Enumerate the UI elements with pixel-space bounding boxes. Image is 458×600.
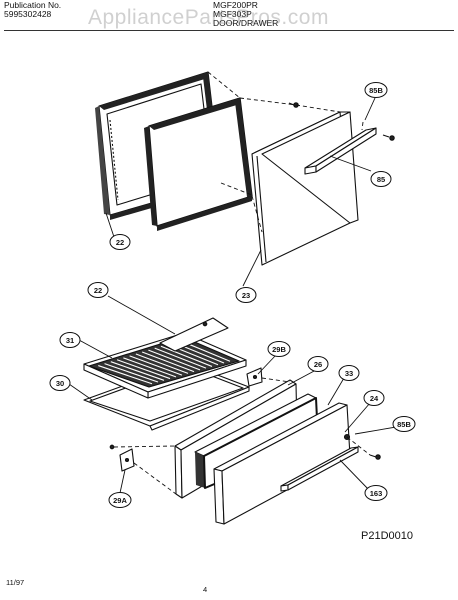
inner-door-panel: [144, 97, 253, 231]
callout-24: 24: [363, 390, 385, 406]
drawer-bracket-29a: [119, 448, 135, 472]
leader-lines: [68, 97, 403, 494]
broiler-insert: [159, 317, 229, 352]
callout-22-lower: 22: [87, 282, 109, 298]
callout-29b: 29B: [267, 341, 291, 357]
figure-code: P21D0010: [361, 530, 413, 542]
callout-85b-upper: 85B: [364, 82, 388, 98]
watermark: AppliancePartsPros.com: [88, 6, 329, 29]
svg-text:23: 23: [242, 291, 250, 300]
svg-text:22: 22: [94, 286, 102, 295]
grid-slot: [110, 361, 165, 381]
svg-text:29A: 29A: [113, 496, 127, 505]
grid-slot: [123, 357, 177, 378]
callout-85b-lower: 85B: [392, 416, 416, 432]
grid-slot: [129, 355, 183, 376]
drawer-handle: [280, 446, 359, 492]
callout-22-upper: 22: [109, 234, 131, 250]
grid-slot: [154, 347, 207, 369]
callout-26: 26: [307, 356, 329, 372]
drawer-front: [213, 402, 351, 525]
alignment-lines-top: [207, 71, 364, 233]
callout-23: 23: [235, 287, 257, 303]
svg-text:30: 30: [56, 379, 64, 388]
svg-text:24: 24: [370, 394, 379, 403]
grid-slot: [98, 365, 153, 385]
page-number: 4: [203, 585, 208, 594]
svg-text:85B: 85B: [397, 420, 411, 429]
svg-text:31: 31: [66, 336, 74, 345]
alignment-lines-bottom: [113, 377, 371, 495]
callout-85: 85: [370, 171, 392, 187]
svg-text:29B: 29B: [272, 345, 286, 354]
section-title: DOOR/DRAWER: [213, 18, 279, 28]
publication-number: 5995302428: [4, 9, 52, 19]
model-number-1: MGF200PR: [213, 0, 258, 10]
callout-31: 31: [59, 332, 81, 348]
header-rule: [4, 30, 454, 31]
grid-slot: [104, 363, 159, 383]
handle-screws-top: [288, 102, 395, 141]
svg-text:85: 85: [377, 175, 385, 184]
drawer-bracket-29b: [246, 367, 263, 387]
svg-text:163: 163: [370, 489, 383, 498]
callout-30: 30: [49, 375, 71, 391]
footer-date: 11/97: [6, 578, 25, 587]
grid-slot: [135, 353, 189, 374]
grid-slot: [160, 345, 213, 367]
grid-slots: [98, 339, 231, 385]
model-number-2: MGF303P: [213, 9, 252, 19]
svg-text:26: 26: [314, 360, 322, 369]
svg-text:85B: 85B: [369, 86, 383, 95]
grid-slot: [116, 359, 171, 380]
callout-163: 163: [364, 485, 388, 501]
svg-text:33: 33: [345, 369, 353, 378]
callout-33: 33: [338, 365, 360, 381]
callout-29a: 29A: [108, 492, 132, 508]
svg-text:22: 22: [116, 238, 124, 247]
outer-door-panel: [251, 111, 359, 266]
grid-slot: [148, 349, 201, 371]
grid-slot: [141, 351, 195, 373]
door-handle: [304, 127, 377, 175]
publication-label: Publication No.: [4, 0, 62, 10]
